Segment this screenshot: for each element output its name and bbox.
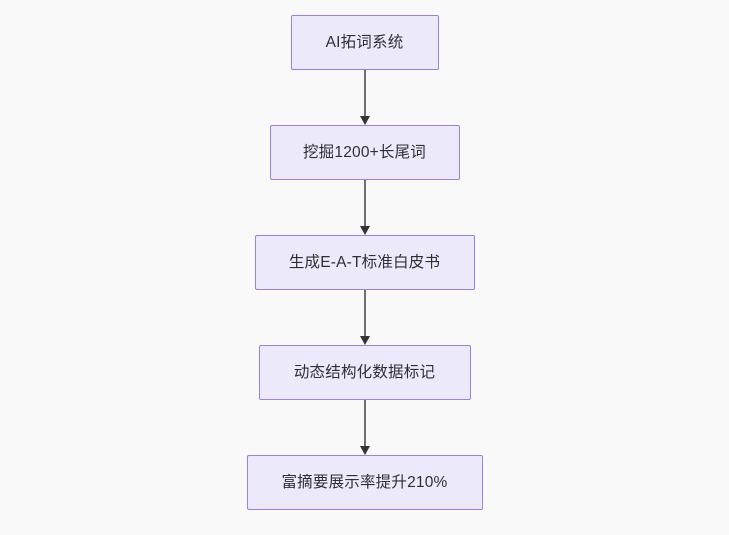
flow-node-label: 生成E-A-T标准白皮书 — [288, 253, 441, 271]
flow-node-rich-snippet-impression-lift[interactable]: 富摘要展示率提升210% — [246, 455, 483, 510]
flow-node-label: AI拓词系统 — [325, 33, 404, 51]
flow-node-label: 动态结构化数据标记 — [293, 363, 436, 381]
arrow-down-icon — [359, 226, 370, 235]
flow-connector-3-to-4 — [358, 290, 372, 345]
flow-node-dynamic-structured-data-markup[interactable]: 动态结构化数据标记 — [258, 345, 471, 400]
flow-node-mine-longtail-keywords[interactable]: 挖掘1200+长尾词 — [269, 125, 460, 180]
connector-line — [363, 400, 366, 447]
connector-line — [363, 180, 366, 227]
flow-node-label: 富摘要展示率提升210% — [281, 473, 448, 491]
flow-connector-2-to-3 — [358, 180, 372, 235]
flow-node-ai-keyword-system[interactable]: AI拓词系统 — [290, 15, 439, 70]
flow-connector-1-to-2 — [358, 70, 372, 125]
arrow-down-icon — [359, 336, 370, 345]
arrow-down-icon — [359, 116, 370, 125]
connector-line — [363, 70, 366, 117]
flow-connector-4-to-5 — [358, 400, 372, 455]
flowchart-node-column: AI拓词系统 挖掘1200+长尾词 生成E-A-T标准白皮书 动态结构化数据标记 — [246, 15, 483, 510]
connector-line — [363, 290, 366, 337]
flow-node-generate-eat-whitepaper[interactable]: 生成E-A-T标准白皮书 — [254, 235, 475, 290]
arrow-down-icon — [359, 446, 370, 455]
flow-node-label: 挖掘1200+长尾词 — [302, 143, 427, 161]
